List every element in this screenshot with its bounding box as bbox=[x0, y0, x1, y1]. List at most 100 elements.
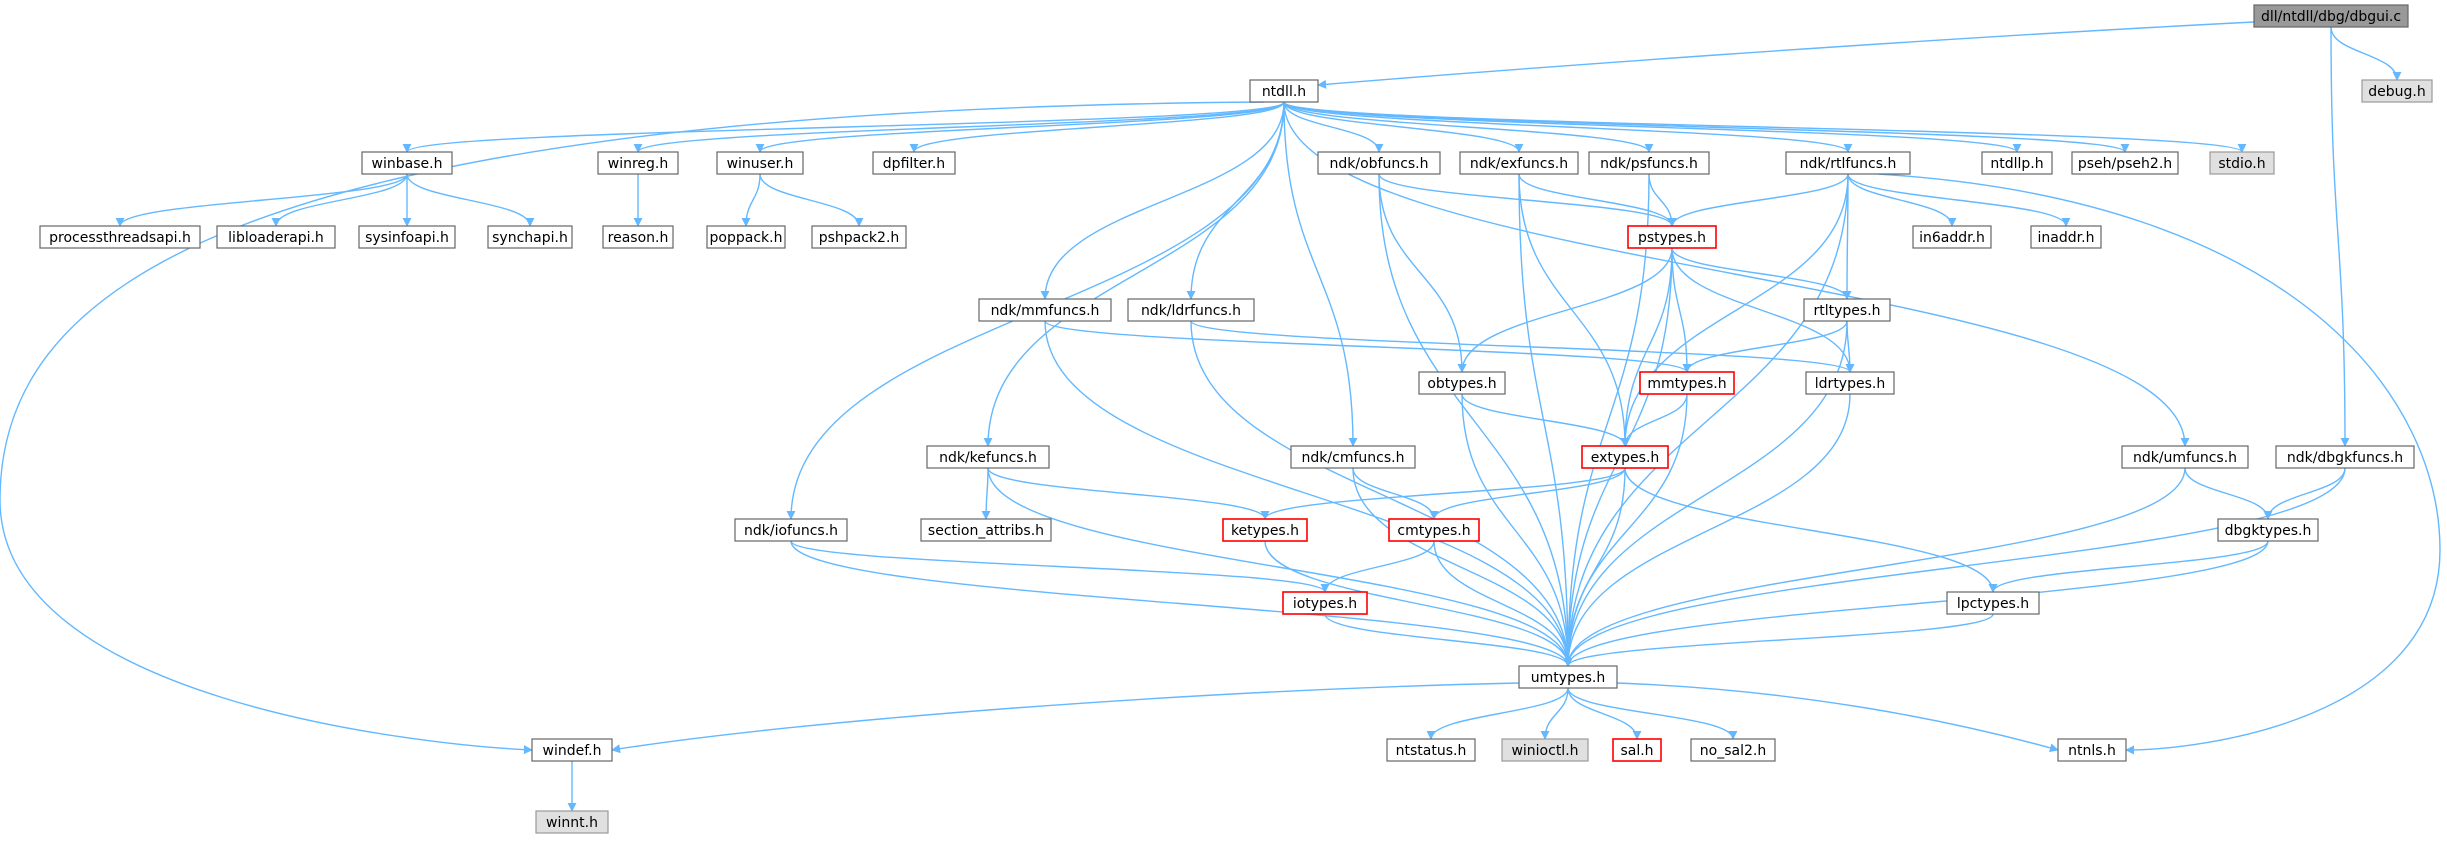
node-box bbox=[706, 225, 786, 249]
node-mmfuncs[interactable]: ndk/mmfuncs.h bbox=[978, 298, 1112, 322]
node-box bbox=[1803, 298, 1891, 322]
node-ketypes[interactable]: ketypes.h bbox=[1222, 518, 1308, 542]
node-obfuncs[interactable]: ndk/obfuncs.h bbox=[1317, 151, 1441, 175]
node-section_attribs[interactable]: section_attribs.h bbox=[920, 518, 1052, 542]
node-label: winnt.h bbox=[546, 815, 598, 831]
node-box bbox=[39, 225, 201, 249]
edge-ntdll-to-kefuncs bbox=[983, 101, 1285, 447]
node-umtypes[interactable]: umtypes.h bbox=[1518, 665, 1618, 689]
node-pseh2[interactable]: pseh/pseh2.h bbox=[2071, 151, 2179, 175]
node-iofuncs[interactable]: ndk/iofuncs.h bbox=[734, 518, 848, 542]
node-label: sysinfoapi.h bbox=[365, 230, 449, 246]
edge-rtlfuncs-to-umtypes bbox=[1563, 173, 1849, 667]
node-box bbox=[1388, 518, 1480, 542]
node-synchapi[interactable]: synchapi.h bbox=[487, 225, 573, 249]
node-label: winreg.h bbox=[608, 156, 668, 172]
node-label: libloaderapi.h bbox=[228, 230, 324, 246]
edge-extypes-to-lpctypes bbox=[1624, 467, 1998, 593]
node-box bbox=[216, 225, 336, 249]
node-in6addr[interactable]: in6addr.h bbox=[1912, 225, 1992, 249]
edge-dbgui-to-ntdll bbox=[1317, 21, 2255, 89]
node-cmfuncs[interactable]: ndk/cmfuncs.h bbox=[1290, 445, 1416, 469]
edge-umtypes-to-winioctl bbox=[1540, 687, 1569, 740]
edge-ntdll-to-cmfuncs bbox=[1283, 101, 1358, 447]
node-label: mmtypes.h bbox=[1647, 376, 1726, 392]
node-dbgkfuncs[interactable]: ndk/dbgkfuncs.h bbox=[2275, 445, 2415, 469]
node-winioctl[interactable]: winioctl.h bbox=[1501, 738, 1589, 762]
node-label: in6addr.h bbox=[1919, 230, 1985, 246]
node-box bbox=[1249, 79, 1319, 103]
node-rtltypes[interactable]: rtltypes.h bbox=[1803, 298, 1891, 322]
node-lpctypes[interactable]: lpctypes.h bbox=[1946, 591, 2040, 615]
node-winnt[interactable]: winnt.h bbox=[535, 810, 609, 834]
edge-kefuncs-to-section_attribs bbox=[981, 467, 991, 520]
edge-obfuncs-to-obtypes bbox=[1378, 173, 1467, 373]
edge-dbgui-to-dbgkfuncs bbox=[2330, 26, 2350, 447]
node-box bbox=[716, 151, 804, 175]
node-label: ndk/kefuncs.h bbox=[939, 450, 1037, 466]
edge-iotypes-to-umtypes bbox=[1324, 613, 1573, 667]
node-box bbox=[535, 810, 609, 834]
node-kefuncs[interactable]: ndk/kefuncs.h bbox=[926, 445, 1050, 469]
node-iotypes[interactable]: iotypes.h bbox=[1282, 591, 1368, 615]
dependency-edges bbox=[0, 21, 2441, 812]
node-pshpack2[interactable]: pshpack2.h bbox=[811, 225, 907, 249]
node-box bbox=[2275, 445, 2415, 469]
edge-exfuncs-to-pstypes bbox=[1518, 173, 1677, 227]
node-dpfilter[interactable]: dpfilter.h bbox=[872, 151, 956, 175]
node-windef[interactable]: windef.h bbox=[531, 738, 613, 762]
node-ntdllp[interactable]: ntdllp.h bbox=[1981, 151, 2053, 175]
node-label: ldrtypes.h bbox=[1815, 376, 1885, 392]
node-pstypes[interactable]: pstypes.h bbox=[1627, 225, 1717, 249]
node-ntdll[interactable]: ntdll.h bbox=[1249, 79, 1319, 103]
node-mmtypes[interactable]: mmtypes.h bbox=[1639, 371, 1735, 395]
node-rtlfuncs[interactable]: ndk/rtlfuncs.h bbox=[1785, 151, 1911, 175]
node-box bbox=[2361, 79, 2433, 103]
node-extypes[interactable]: extypes.h bbox=[1581, 445, 1669, 469]
node-ldrtypes[interactable]: ldrtypes.h bbox=[1805, 371, 1895, 395]
node-ntnls[interactable]: ntnls.h bbox=[2057, 738, 2127, 762]
node-processthreadsapi[interactable]: processthreadsapi.h bbox=[39, 225, 201, 249]
node-box bbox=[1127, 298, 1255, 322]
node-box bbox=[1290, 445, 1416, 469]
node-ntstatus[interactable]: ntstatus.h bbox=[1386, 738, 1476, 762]
edge-mmtypes-to-extypes bbox=[1620, 393, 1688, 447]
node-stdio[interactable]: stdio.h bbox=[2209, 151, 2275, 175]
node-sal[interactable]: sal.h bbox=[1612, 738, 1662, 762]
edge-ntdll-to-winuser bbox=[755, 101, 1285, 153]
node-label: lpctypes.h bbox=[1957, 596, 2029, 612]
edge-pstypes-to-obtypes bbox=[1457, 247, 1673, 373]
node-umfuncs[interactable]: ndk/umfuncs.h bbox=[2121, 445, 2249, 469]
edge-rtltypes-to-mmtypes bbox=[1682, 320, 1848, 373]
edge-cmtypes-to-iotypes bbox=[1320, 540, 1435, 593]
node-box bbox=[1588, 151, 1710, 175]
node-dbgktypes[interactable]: dbgktypes.h bbox=[2217, 518, 2319, 542]
node-label: iotypes.h bbox=[1293, 596, 1357, 612]
edge-winuser-to-poppack bbox=[741, 173, 761, 227]
node-psfuncs[interactable]: ndk/psfuncs.h bbox=[1588, 151, 1710, 175]
node-label: cmtypes.h bbox=[1397, 523, 1470, 539]
edge-cmtypes-to-umtypes bbox=[1433, 540, 1573, 667]
node-libloaderapi[interactable]: libloaderapi.h bbox=[216, 225, 336, 249]
edge-extypes-to-ketypes bbox=[1260, 467, 1626, 520]
node-label: ndk/mmfuncs.h bbox=[991, 303, 1100, 319]
node-inaddr[interactable]: inaddr.h bbox=[2030, 225, 2102, 249]
node-winreg[interactable]: winreg.h bbox=[597, 151, 679, 175]
node-cmtypes[interactable]: cmtypes.h bbox=[1388, 518, 1480, 542]
node-winbase[interactable]: winbase.h bbox=[361, 151, 453, 175]
node-exfuncs[interactable]: ndk/exfuncs.h bbox=[1459, 151, 1579, 175]
node-no_sal2[interactable]: no_sal2.h bbox=[1690, 738, 1776, 762]
node-poppack[interactable]: poppack.h bbox=[706, 225, 786, 249]
node-sysinfoapi[interactable]: sysinfoapi.h bbox=[358, 225, 456, 249]
node-obtypes[interactable]: obtypes.h bbox=[1418, 371, 1506, 395]
node-reason[interactable]: reason.h bbox=[602, 225, 674, 249]
node-winuser[interactable]: winuser.h bbox=[716, 151, 804, 175]
node-box bbox=[872, 151, 956, 175]
node-box bbox=[2121, 445, 2249, 469]
node-box bbox=[1222, 518, 1308, 542]
node-ldrfuncs[interactable]: ndk/ldrfuncs.h bbox=[1127, 298, 1255, 322]
node-debug[interactable]: debug.h bbox=[2361, 79, 2433, 103]
edge-rtlfuncs-to-in6addr bbox=[1847, 173, 1957, 227]
edge-umtypes-to-ntnls bbox=[1616, 682, 2059, 753]
